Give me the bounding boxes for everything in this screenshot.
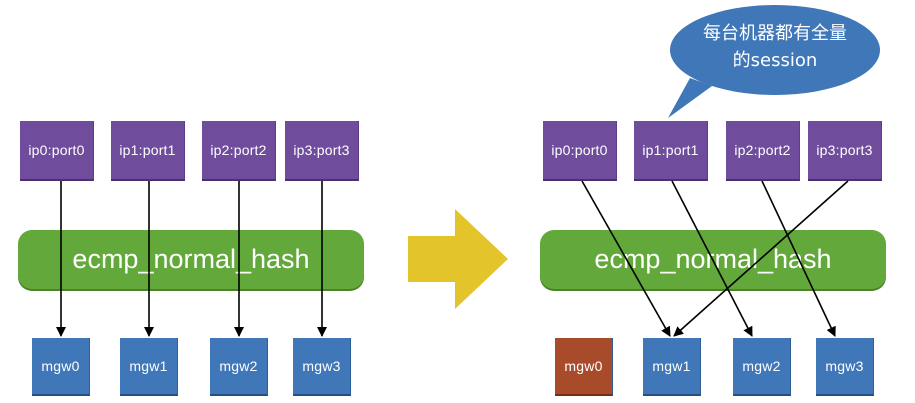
callout-line-1: 每台机器都有全量: [703, 23, 847, 44]
callout-text: 每台机器都有全量 的session: [690, 20, 860, 74]
left-ecmp-hash-bar: ecmp_normal_hash: [18, 230, 364, 289]
left-ip-port-1: ip1:port1: [111, 121, 185, 181]
left-mgw-0: mgw0: [32, 338, 90, 396]
right-mgw-0-failed: mgw0: [555, 338, 613, 396]
left-ip-port-0: ip0:port0: [20, 121, 94, 181]
left-ip-port-2: ip2:port2: [202, 121, 276, 181]
left-mgw-3: mgw3: [293, 338, 351, 396]
right-ip-port-3: ip3:port3: [808, 121, 882, 181]
left-mgw-2: mgw2: [210, 338, 268, 396]
right-ip-port-1: ip1:port1: [634, 121, 708, 181]
right-mgw-1: mgw1: [643, 338, 701, 396]
left-mgw-1: mgw1: [120, 338, 178, 396]
right-mgw-2: mgw2: [733, 338, 791, 396]
right-ecmp-hash-bar: ecmp_normal_hash: [540, 230, 886, 289]
right-ip-port-0: ip0:port0: [543, 121, 617, 181]
right-ip-port-2: ip2:port2: [726, 121, 800, 181]
callout-bubble: [668, 5, 880, 118]
callout-line-2: 的session: [732, 50, 818, 71]
transition-arrow: [408, 209, 508, 309]
left-ip-port-3: ip3:port3: [285, 121, 359, 181]
right-mgw-3: mgw3: [816, 338, 874, 396]
